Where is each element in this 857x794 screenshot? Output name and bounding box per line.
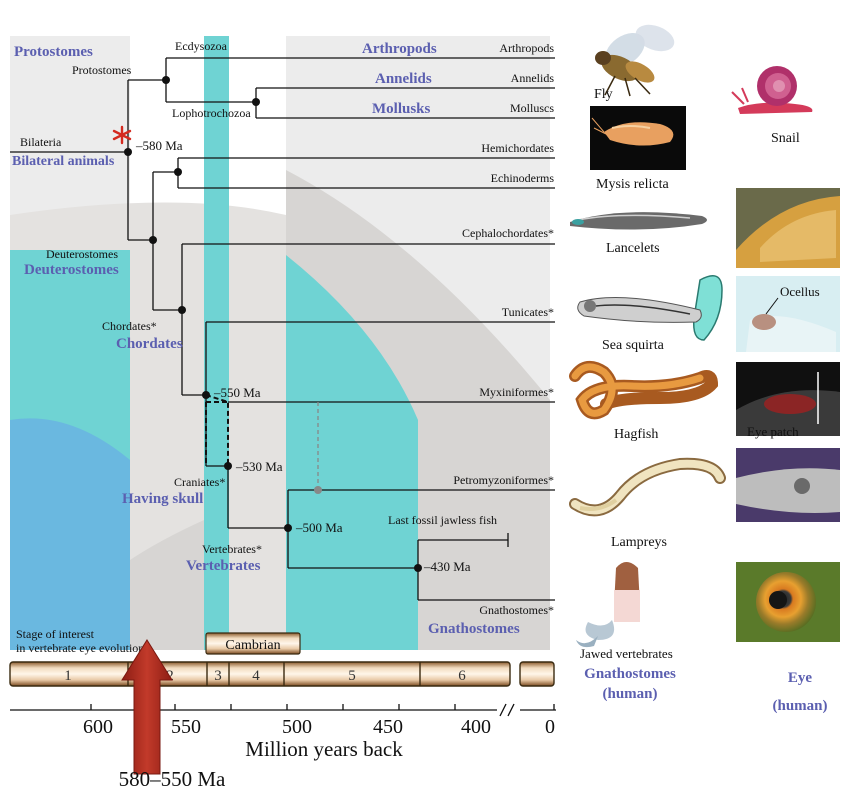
period-6: 6 <box>458 668 466 684</box>
label-hagfish: Hagfish <box>614 427 658 442</box>
age-430: –430 Ma <box>423 559 471 574</box>
node-vertebrates <box>284 524 292 532</box>
label-mysis: Mysis relicta <box>596 177 669 192</box>
tick-400: 400 <box>461 716 491 738</box>
tip-myxiniformes: Myxiniformes* <box>479 385 554 399</box>
node-bilateria <box>124 148 132 156</box>
lancelet-illustration <box>570 212 707 229</box>
node-lophotrochozoa <box>252 98 260 106</box>
clade-bilateral-animals: Bilateral animals <box>12 154 115 169</box>
node-craniates <box>224 462 232 470</box>
age-550: –550 Ma <box>213 385 261 400</box>
label-eye-human: (human) <box>772 698 827 714</box>
clade-vertebrates: Vertebrates <box>186 558 261 574</box>
clade-arthropods: Arthropods <box>362 41 437 57</box>
node-label-chordates: Chordates* <box>102 319 157 333</box>
node-label-bilateria: Bilateria <box>20 135 62 149</box>
node-label-lophotrochozoa: Lophotrochozoa <box>172 106 251 120</box>
tip-tunicates: Tunicates* <box>502 305 554 319</box>
clade-having-skull: Having skull <box>122 491 203 507</box>
stage-of-interest-2: in vertebrate eye evolution <box>16 641 144 655</box>
label-fly: Fly <box>594 87 613 102</box>
cambrian-label: Cambrian <box>225 638 280 653</box>
red-arrow <box>122 640 172 774</box>
tip-molluscs: Molluscs <box>510 101 554 115</box>
tick-0: 0 <box>545 716 555 738</box>
tip-hemichordates: Hemichordates <box>481 141 554 155</box>
node-label-vertebrates: Vertebrates* <box>202 542 262 556</box>
tip-annelids: Annelids <box>511 71 555 85</box>
clade-mollusks: Mollusks <box>372 101 431 117</box>
sea-squirt-illustration <box>578 276 722 340</box>
age-bilateria: –580 Ma <box>135 138 183 153</box>
lancelet-eye-photo <box>736 188 840 268</box>
node-fossil-petromyzont <box>314 486 322 494</box>
node-label-craniates: Craniates* <box>174 475 225 489</box>
tick-600: 600 <box>83 716 113 738</box>
node-olfactores <box>202 391 210 399</box>
time-bar <box>10 662 554 686</box>
node-deuterostomes <box>149 236 157 244</box>
label-ocellus: Ocellus <box>780 284 820 299</box>
background-panels <box>10 36 550 650</box>
lamprey-illustration <box>575 464 720 511</box>
period-3: 3 <box>214 668 222 684</box>
arrow-label: 580–550 Ma <box>119 767 226 791</box>
node-gnathostomes <box>414 564 422 572</box>
period-4: 4 <box>252 668 260 684</box>
period-1: 1 <box>64 668 72 684</box>
hagfish-illustration <box>575 367 712 413</box>
label-lampreys: Lampreys <box>611 535 667 550</box>
label-lancelets: Lancelets <box>606 241 660 256</box>
tip-last-fossil-jawless-fish: Last fossil jawless fish <box>388 513 497 527</box>
tick-500: 500 <box>282 716 312 738</box>
tip-gnathostomes: Gnathostomes* <box>479 603 554 617</box>
tip-arthropods: Arthropods <box>499 41 554 55</box>
age-530: –530 Ma <box>235 459 283 474</box>
mermaid-illustration <box>576 562 640 647</box>
clade-chordates: Chordates <box>116 336 183 352</box>
node-label-protostomes: Protostomes <box>72 63 132 77</box>
stage-of-interest-1: Stage of interest <box>16 627 95 641</box>
node-chordates <box>178 306 186 314</box>
tip-petromyzoniformes: Petromyzoniformes* <box>453 473 554 487</box>
clade-gnathostomes: Gnathostomes <box>428 621 520 637</box>
label-eye: Eye <box>788 670 813 686</box>
tip-echinoderms: Echinoderms <box>491 171 555 185</box>
node-label-deuterostomes: Deuterostomes <box>46 247 118 261</box>
tip-cephalochordates: Cephalochordates* <box>462 226 554 240</box>
label-gnathostomes-human: Gnathostomes <box>584 666 676 682</box>
label-eye-patch: Eye patch <box>747 424 799 439</box>
node-protostomes <box>162 76 170 84</box>
label-sea-squirt: Sea squirta <box>602 338 665 353</box>
clade-protostomes: Protostomes <box>14 44 93 60</box>
label-jawed-vertebrates: Jawed vertebrates <box>580 646 673 661</box>
period-5: 5 <box>348 668 356 684</box>
label-snail: Snail <box>771 131 800 146</box>
blue-field-left <box>10 418 130 650</box>
clade-deuterostomes: Deuterostomes <box>24 262 119 278</box>
mysis-photo <box>590 106 686 170</box>
clade-annelids: Annelids <box>375 71 432 87</box>
fly-illustration <box>595 20 678 96</box>
human-eye-photo <box>736 562 840 642</box>
tick-550: 550 <box>171 716 201 738</box>
node-label-ecdysozoa: Ecdysozoa <box>175 39 228 53</box>
time-axis <box>10 704 556 716</box>
axis-title: Million years back <box>245 737 403 761</box>
label-gnathostomes-human-2: (human) <box>602 686 657 702</box>
snail-illustration <box>732 66 812 114</box>
lamprey-eye-photo <box>736 448 840 522</box>
age-500: –500 Ma <box>295 520 343 535</box>
node-ambulacraria <box>174 168 182 176</box>
tick-450: 450 <box>373 716 403 738</box>
